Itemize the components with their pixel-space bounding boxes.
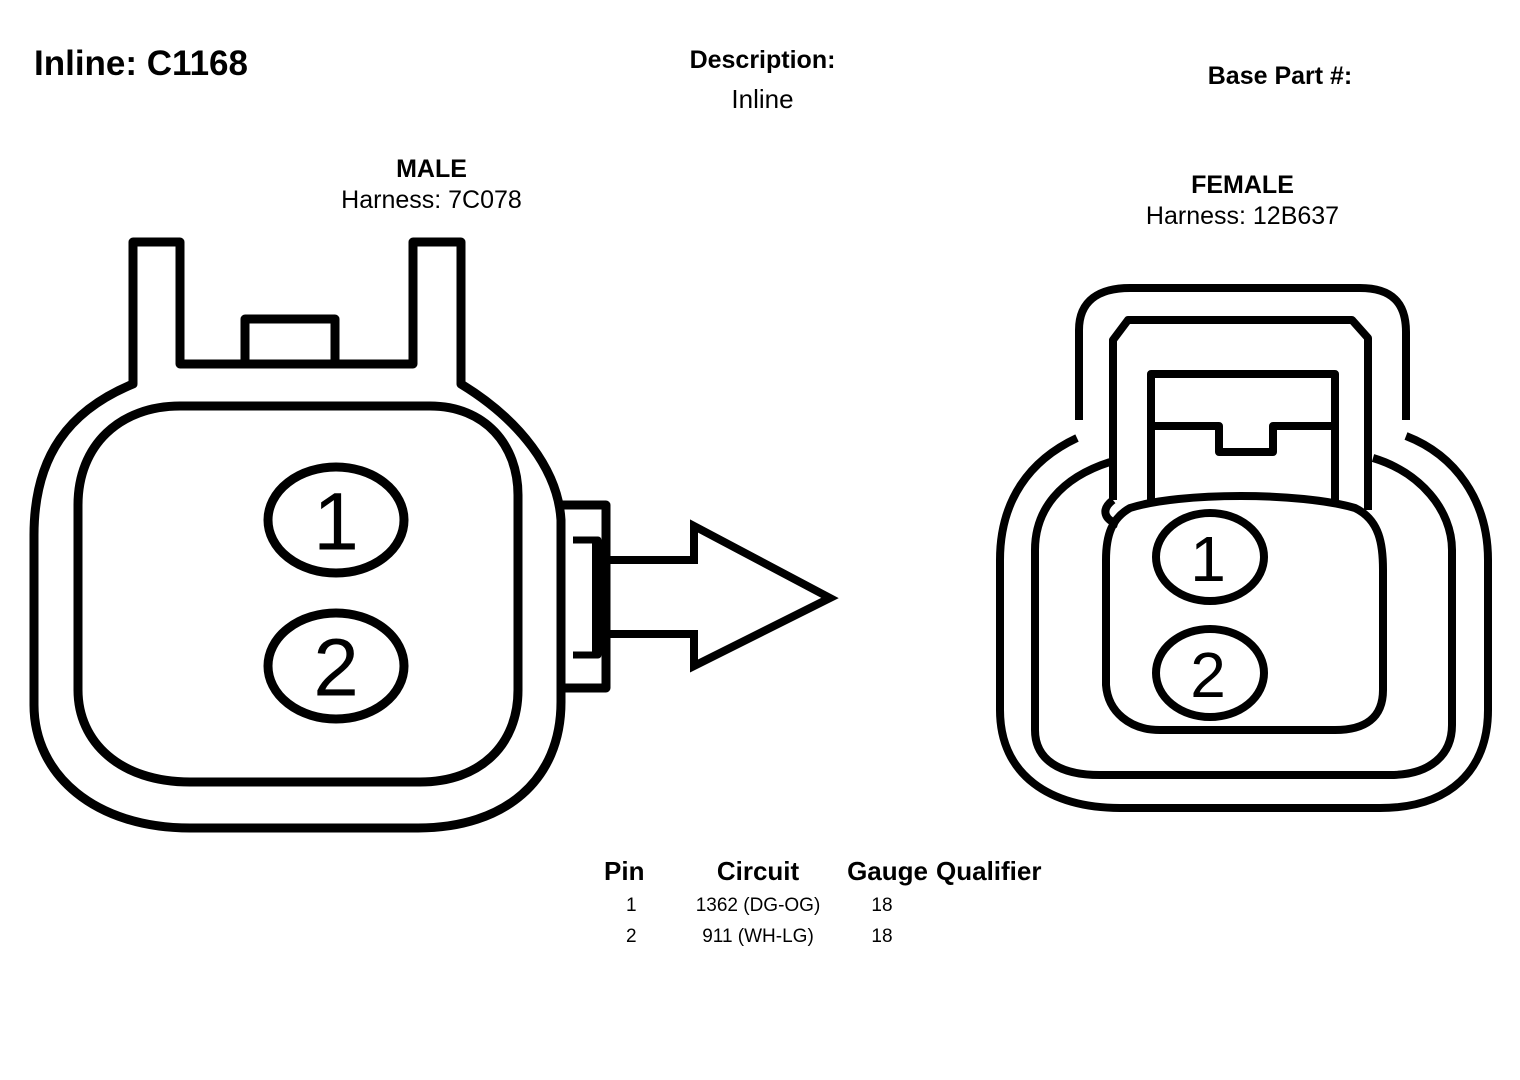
connector-title: Inline: C1168 xyxy=(34,44,248,83)
mating-arrow-icon xyxy=(606,519,839,673)
pin-cell: 2 xyxy=(626,925,637,947)
pin-cell: 1 xyxy=(626,894,637,916)
male-side-latch xyxy=(561,500,611,693)
female-pin-2-label: 2 xyxy=(1190,639,1226,711)
table-row: 2 911 (WH-LG) 18 xyxy=(604,921,1050,952)
male-label: MALE xyxy=(396,155,467,183)
female-housing-inner xyxy=(1031,454,1456,779)
female-label: FEMALE xyxy=(1191,171,1294,199)
description-value: Inline xyxy=(731,84,794,114)
female-latch-key xyxy=(1147,370,1339,500)
gauge-cell: 18 xyxy=(871,925,893,947)
qualifier-cell xyxy=(936,890,1050,921)
male-top-key xyxy=(240,314,340,364)
female-pin-1-label: 1 xyxy=(1190,523,1226,595)
pin-table-header: Pin Circuit Gauge Qualifier xyxy=(604,852,1050,890)
gauge-cell: 18 xyxy=(871,894,893,916)
male-inner-face xyxy=(73,401,523,787)
gauge-header: Gauge xyxy=(847,855,928,886)
male-pin-2-circle xyxy=(263,608,409,724)
qualifier-header: Qualifier xyxy=(936,855,1042,886)
female-pin-face xyxy=(1102,492,1387,734)
pin-header: Pin xyxy=(604,855,645,886)
pin-table: Pin Circuit Gauge Qualifier 1 1362 (DG-O… xyxy=(604,852,1050,952)
description-label: Description: xyxy=(689,46,836,74)
circuit-cell: 911 (WH-LG) xyxy=(702,925,814,947)
base-part-label: Base Part #: xyxy=(1207,62,1353,90)
male-housing-outline xyxy=(29,237,566,833)
circuit-header: Circuit xyxy=(716,855,800,886)
female-hood-arc xyxy=(1075,284,1410,420)
male-pin-1-circle xyxy=(263,462,409,578)
qualifier-cell xyxy=(936,921,1050,952)
female-housing-outer xyxy=(996,432,1492,812)
table-row: 1 1362 (DG-OG) 18 xyxy=(604,890,1050,921)
male-connector xyxy=(29,237,611,833)
female-connector xyxy=(996,284,1492,812)
female-latch-frame xyxy=(1109,316,1372,510)
male-pin-2-label: 2 xyxy=(313,623,359,714)
female-harness: Harness: 12B637 xyxy=(1145,202,1340,230)
male-pin-1-label: 1 xyxy=(313,477,359,568)
female-pin-2-circle xyxy=(1152,625,1268,721)
female-pin-1-circle xyxy=(1152,509,1268,605)
circuit-cell: 1362 (DG-OG) xyxy=(695,894,821,916)
male-harness: Harness: 7C078 xyxy=(341,186,522,214)
